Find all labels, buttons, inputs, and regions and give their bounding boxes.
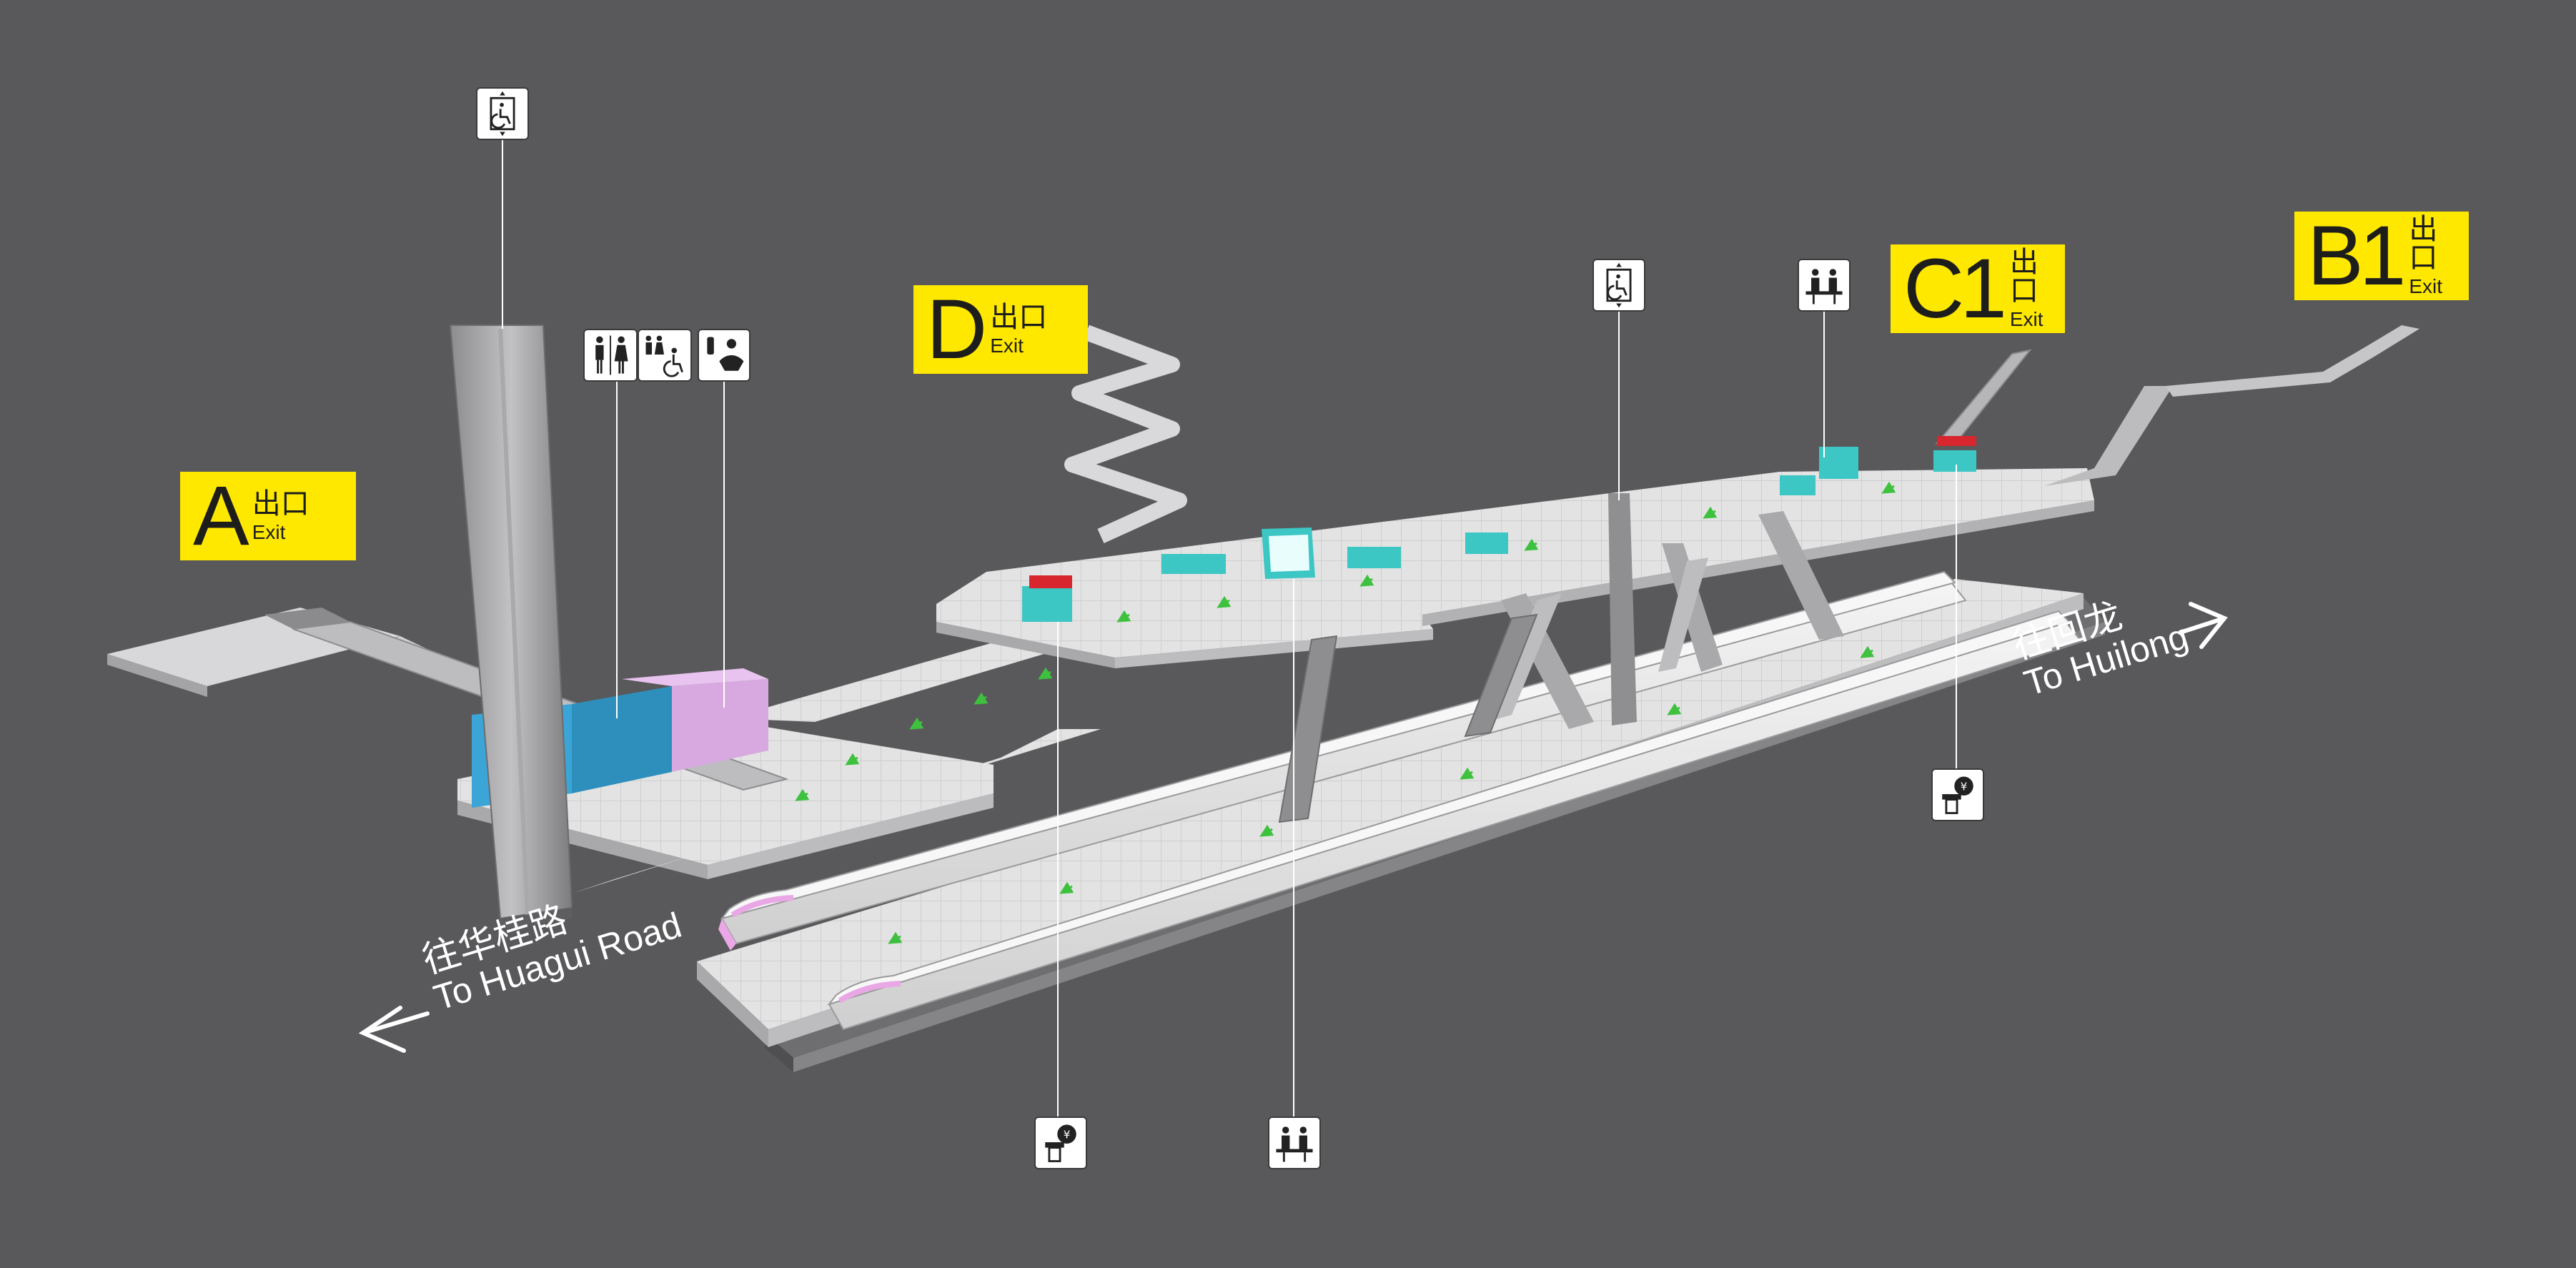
ticket-gate-d <box>1022 575 1072 622</box>
wayfinding-arrows <box>795 481 1896 944</box>
train-near <box>827 610 2081 1031</box>
customer-service-center-icon <box>1798 259 1851 312</box>
exit-letter: D <box>926 282 987 377</box>
exit-en: Exit <box>2409 275 2443 297</box>
elevator-shaft-a <box>449 325 573 929</box>
toilet-icon <box>583 329 638 382</box>
service-kiosk-center <box>1262 527 1315 579</box>
exit-letter: A <box>193 469 249 563</box>
exit-letter: C1 <box>1903 242 2007 336</box>
exit-en: Exit <box>252 521 286 543</box>
escalator-c1 <box>1935 349 2032 445</box>
leader-lines <box>502 140 1957 1122</box>
customer-service-center-icon <box>1268 1116 1321 1169</box>
passage-b1 <box>2044 325 2419 486</box>
turnstile-line-d <box>1161 533 1508 574</box>
arrow-left-icon <box>358 1006 430 1053</box>
ticket-vending-machine-icon: ¥ <box>1034 1116 1087 1169</box>
escalator-platform-2 <box>1464 613 1538 738</box>
service-kiosk-c1 <box>1780 447 1858 495</box>
elevator-accessible-icon <box>476 87 529 140</box>
ticket-gate-c1 <box>1933 436 1976 472</box>
restroom-block <box>622 668 768 772</box>
baby-care-room-icon <box>698 329 750 382</box>
elevator-accessible-icon <box>1592 259 1645 312</box>
exit-cn: 出口 <box>2009 246 2038 307</box>
arrow-right-icon <box>2178 602 2228 649</box>
accessible-toilet-icon <box>638 329 692 382</box>
train-far <box>718 570 1967 951</box>
exit-letter: B1 <box>2307 209 2406 303</box>
exit-en: Exit <box>990 335 1024 357</box>
svg-text:¥: ¥ <box>1064 1128 1071 1141</box>
svg-text:¥: ¥ <box>1961 780 1968 793</box>
exit-cn: 出口 <box>252 487 309 520</box>
exit-en: Exit <box>2009 308 2044 330</box>
staircase-d <box>1064 325 1187 544</box>
exit-cn: 出口 <box>990 301 1048 334</box>
ticket-vending-machine-icon: ¥ <box>1931 768 1984 821</box>
exit-cn: 出口 <box>2409 213 2438 274</box>
